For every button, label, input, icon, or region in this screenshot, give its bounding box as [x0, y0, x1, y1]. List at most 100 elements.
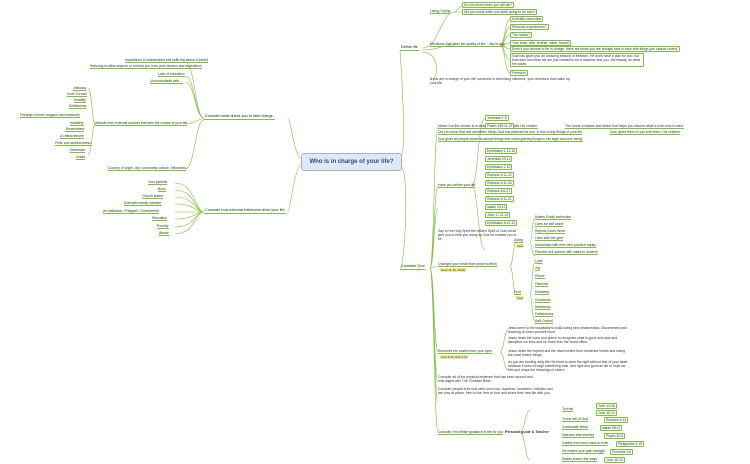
node-external-item[interactable]: An institution / Religion / Government — [103, 209, 159, 214]
node-fruit-item[interactable]: Joy — [535, 266, 541, 271]
node-attitude-item[interactable]: Unfair — [76, 155, 86, 160]
node-guide-ref[interactable]: Psalm 32:8 — [604, 433, 625, 439]
node-living-item[interactable]: Did you know when you were going to be b… — [462, 9, 538, 15]
node-external-item[interactable]: Boss — [158, 187, 166, 192]
node-guide-ref[interactable]: Isaiah 58:11 — [600, 425, 623, 431]
node-external-item[interactable]: Your parents — [148, 180, 168, 185]
node-attitude-item[interactable]: Defensive — [70, 148, 86, 153]
node-living-dying[interactable]: Living / Dying — [430, 9, 451, 14]
branch-consider-god[interactable]: Consider God — [400, 264, 426, 270]
node-verse[interactable]: Romans 8:11-22 — [485, 172, 514, 178]
node-guide-ref[interactable]: Philippians 3:15 — [616, 441, 644, 447]
node-fruit-item[interactable]: Goodness — [535, 298, 551, 303]
node-removes-item[interactable]: Jesus went to the hospitality to build l… — [508, 326, 627, 334]
node-holy-spirit[interactable]: Say to His Holy Spirit the hidden Spirit… — [438, 229, 517, 241]
node-guide-item[interactable]: He makes your path straight — [562, 449, 605, 454]
node-verse[interactable]: Jeremiah 1:5 — [485, 115, 509, 121]
node-doing-item[interactable]: Lives for self alone — [535, 222, 564, 227]
node-attitude-item[interactable]: A critical temper — [60, 134, 85, 139]
node-removes-item[interactable]: Jesus heals the hopeful and the discernm… — [508, 349, 626, 357]
node-verse[interactable]: Isaiah 43:12 — [485, 204, 508, 210]
node-god-spirit[interactable]: God gives all people power to accept thi… — [438, 137, 583, 142]
node-fruit[interactable]: Fruit — [514, 290, 521, 295]
node-guide-item[interactable]: Guides from error back to truth — [562, 441, 609, 446]
node-guide-ref[interactable]: John 14:26 — [596, 403, 617, 409]
node-external-item[interactable]: Abuse — [159, 231, 169, 236]
node-guide-ref[interactable]: John 16:13 — [604, 457, 625, 463]
node-guide-item[interactable]: Instructs and teaches — [562, 433, 595, 438]
node-external-item[interactable]: Extended family member — [124, 201, 162, 206]
node-guide-ref[interactable]: Proverbs 3:6 — [610, 449, 634, 455]
node-attitude-item[interactable]: Resentment — [66, 127, 85, 132]
node-attitude-item[interactable]: Hostility — [74, 98, 86, 103]
node-country[interactable]: Country of origin, city, community cultu… — [108, 166, 187, 171]
node-god-accept-right[interactable]: God, gives them to you love them. His ch… — [610, 130, 681, 135]
node-guide-item[interactable]: Continually feeds — [562, 425, 589, 430]
node-attitude-item[interactable]: Jealousy — [73, 86, 87, 91]
node-fruit-item[interactable]: Peace — [535, 274, 545, 279]
node-god-intro-right[interactable]: The moral compass and divine that helps … — [565, 124, 685, 129]
node-god-gave[interactable]: God has given you an amazing amount of f… — [510, 53, 644, 67]
node-fruit-item[interactable]: Patience — [535, 282, 549, 287]
node-decision-item[interactable]: Even if you choose to be in charge, ther… — [510, 46, 681, 52]
node-god-alive[interactable]: Have you define your life — [438, 183, 476, 188]
node-verse[interactable]: Ephesians 6:13-19 — [485, 220, 518, 226]
node-external-item[interactable]: Poverty — [157, 224, 169, 229]
node-verse[interactable]: Romans 8:11-21 — [485, 196, 514, 202]
node-guide-ref[interactable]: Romans 8:14 — [604, 417, 629, 423]
node-physical-evidence[interactable]: Consider all of the physical evidence th… — [438, 375, 533, 383]
node-doing-item[interactable]: Lives with the grief — [535, 236, 564, 241]
node-in-charge[interactable]: If you are in charge of your life, someo… — [430, 77, 570, 85]
node-removes[interactable]: Removes the scales from your eyes — [438, 349, 492, 354]
branch-external-influences[interactable]: Consider how external influences drive y… — [204, 208, 286, 214]
node-verse[interactable]: Romans 8:6-27 — [485, 188, 513, 194]
node-guide-item[interactable]: To truth — [562, 407, 574, 412]
node-drives-mid[interactable]: Uncomfortable with ... — [150, 79, 183, 84]
node-verse[interactable]: Romans 8:11-30 — [485, 180, 514, 186]
node-changes[interactable]: Changes your heart from stone to flesh — [438, 262, 497, 267]
central-topic[interactable]: Who is in charge of your life? — [301, 153, 402, 171]
node-removes-item[interactable]: As you are trusting daily life His heart… — [508, 360, 628, 372]
node-attitude-item[interactable]: Irritability — [70, 121, 84, 126]
node-guide-label[interactable]: Personal guide & Teacher — [505, 430, 549, 434]
node-drives-mid[interactable]: Lack of education — [158, 72, 185, 77]
node-god-accept[interactable]: Did you know that this wonderful things … — [438, 130, 582, 135]
node-verse[interactable]: Jeremiah 29:11 — [485, 156, 513, 162]
node-decision-item[interactable]: Personal experiences? — [510, 24, 549, 30]
node-attitude-item[interactable]: Selfishness — [69, 104, 87, 109]
node-guide[interactable]: Consider His infinite guidance in life f… — [438, 430, 504, 435]
node-attitude-item[interactable]: Inner Turmoil — [67, 92, 87, 97]
node-fruit-item[interactable]: Love — [535, 259, 543, 264]
node-doing-item[interactable]: Rejects God's Word — [535, 229, 565, 234]
node-doing[interactable]: Doing — [514, 238, 523, 243]
node-freedom[interactable]: Freedom — [510, 70, 528, 76]
node-drives-top[interactable]: Importance & Independent self (with big … — [125, 58, 209, 63]
node-attitude[interactable]: Attitude from external sources that sets… — [95, 121, 188, 126]
node-doing-item[interactable]: Makes Godly instruction — [535, 215, 572, 220]
branch-consider-drives[interactable]: Consider what drives you to take charge. — [204, 114, 275, 120]
node-fruit-item[interactable]: Meekness — [535, 305, 551, 310]
node-drives-top[interactable]: Refusing to allow anyone or to keep you … — [90, 64, 202, 69]
branch-define-life[interactable]: Define life — [400, 45, 419, 51]
node-removes-item[interactable]: Jesus heals the hurts and grieve to reco… — [508, 336, 618, 344]
node-attitude-item[interactable]: Feelings of inner anguish and insecurity — [20, 113, 80, 118]
node-people-lives[interactable]: Consider people lives that were once los… — [438, 387, 553, 395]
node-decision-item[interactable]: Scientific deduction — [510, 16, 544, 22]
node-external-item[interactable]: Education — [152, 216, 168, 221]
node-verse[interactable]: Ephesians 1:11-16 — [485, 148, 518, 154]
node-living-item[interactable]: Do you know when you will die? — [462, 2, 515, 8]
node-fruit-item[interactable]: Kindness — [535, 290, 549, 295]
node-verse[interactable]: Psalm 139:11-22 — [485, 123, 515, 129]
node-guide-ref[interactable]: John 15:13 — [596, 410, 617, 416]
node-verse[interactable]: Ephesians 2:10 — [485, 164, 513, 170]
node-doing-item[interactable]: Practice evil speech with intent to dece… — [535, 250, 598, 255]
node-guide-item[interactable]: Makes known the ways — [562, 457, 598, 462]
node-fruit-item[interactable]: Self-Control — [535, 319, 553, 324]
node-attitude-item[interactable]: Pride and stubbornness — [55, 141, 91, 146]
node-fruit-item[interactable]: Faithfulness — [535, 312, 554, 317]
node-doing-item[interactable]: Associates with men who practice equity — [535, 243, 596, 248]
node-decisions[interactable]: Decisions that steer the quality of life… — [430, 42, 505, 47]
node-verse[interactable]: John 17:11-23 — [485, 212, 511, 218]
node-external-item[interactable]: Church leader — [142, 194, 164, 199]
node-decision-item[interactable]: Your boss, wife, brother, sister, friend… — [510, 40, 572, 46]
